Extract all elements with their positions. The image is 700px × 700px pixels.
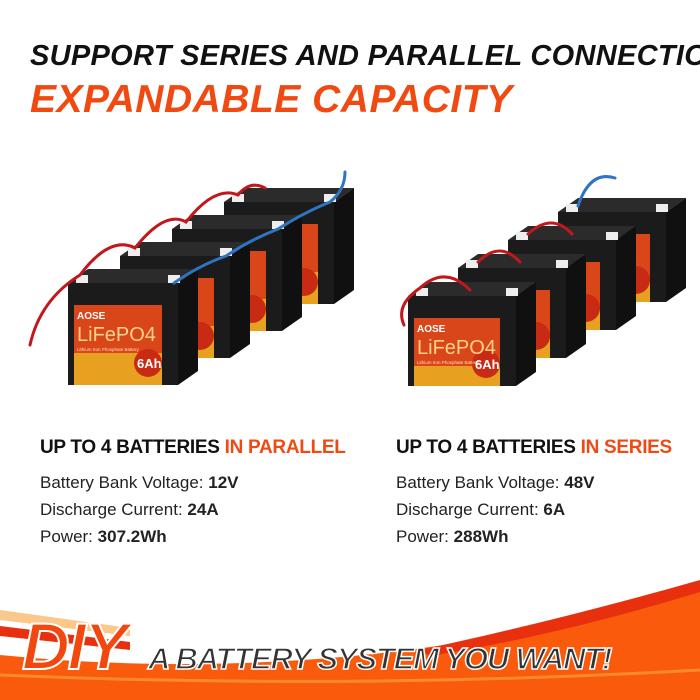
spec-line: Power: 307.2Wh <box>40 527 346 554</box>
spec-line: Power: 288Wh <box>396 527 672 554</box>
series-heading: UP TO 4 BATTERIES IN SERIES <box>396 437 672 459</box>
terminal <box>232 194 244 202</box>
series-section: UP TO 4 BATTERIES IN SERIES Battery Bank… <box>396 437 672 554</box>
brand-logo: AOSE <box>77 311 106 322</box>
battery-side <box>334 188 354 304</box>
terminal <box>168 275 180 283</box>
terminal <box>272 221 284 229</box>
capacity-badge <box>134 349 162 377</box>
heading-text: UP TO 4 BATTERIES <box>396 437 576 458</box>
heading-text: UP TO 4 BATTERIES <box>40 437 220 458</box>
description-label: Lithium Iron Phosphate Battery <box>417 360 480 365</box>
spec-label: Battery Bank Voltage: <box>40 473 204 492</box>
spec-label: Discharge Current: <box>40 500 183 519</box>
terminal <box>324 194 336 202</box>
parallel-section: UP TO 4 BATTERIES IN PARALLEL Battery Ba… <box>40 437 346 554</box>
chemistry-label: LiFePO4 <box>417 337 496 359</box>
subheadline: EXPANDABLE CAPACITY <box>30 78 513 121</box>
headline: SUPPORT SERIES AND PARALLEL CONNECTION <box>30 40 700 72</box>
spec-line: Battery Bank Voltage: 48V <box>396 473 672 500</box>
battery-top <box>224 188 354 202</box>
brand-logo: AOSE <box>417 324 446 335</box>
wire <box>576 175 617 208</box>
wire <box>28 191 240 347</box>
wire <box>236 183 267 197</box>
spec-value: 24A <box>187 500 219 519</box>
spec-line: Discharge Current: 24A <box>40 500 346 527</box>
heading-accent: IN SERIES <box>580 437 673 458</box>
capacity-label: 6Ah <box>137 356 162 371</box>
wires <box>28 170 617 347</box>
banner-swoosh <box>0 580 700 700</box>
wire <box>476 249 522 264</box>
spec-label: Power: <box>40 527 93 546</box>
spec-value: 12V <box>208 473 239 492</box>
battery-top <box>458 254 586 268</box>
battery-side <box>516 282 536 386</box>
wire <box>400 286 422 327</box>
terminal <box>466 260 478 268</box>
heading-accent: IN PARALLEL <box>224 437 346 458</box>
wire <box>526 221 574 236</box>
wire <box>418 275 472 292</box>
terminal <box>516 232 528 240</box>
spec-value: 6A <box>543 500 566 519</box>
terminal <box>506 288 518 296</box>
tagline: A BATTERY SYSTEM YOU WANT! <box>147 640 613 677</box>
terminal <box>606 232 618 240</box>
battery-side <box>230 242 250 358</box>
diy-text: DIY <box>21 608 129 684</box>
chemistry-label: LiFePO4 <box>77 324 156 346</box>
terminal <box>180 221 192 229</box>
spec-value: 48V <box>564 473 595 492</box>
spec-value: 288Wh <box>453 527 509 546</box>
battery-top <box>120 242 250 256</box>
terminal <box>128 248 140 256</box>
wire <box>172 170 347 285</box>
battery-side <box>566 254 586 358</box>
battery-side <box>282 215 302 331</box>
terminal <box>656 204 668 212</box>
battery-top <box>68 269 198 283</box>
battery-side <box>666 198 686 302</box>
terminal <box>416 288 428 296</box>
battery-top <box>558 198 686 212</box>
description-label: Lithium Iron Phosphate Battery <box>77 347 140 352</box>
terminal <box>566 204 578 212</box>
spec-value: 307.2Wh <box>97 527 167 546</box>
capacity-badge <box>472 350 500 378</box>
spec-label: Power: <box>396 527 449 546</box>
spec-line: Discharge Current: 6A <box>396 500 672 527</box>
spec-label: Discharge Current: <box>396 500 539 519</box>
terminal <box>220 248 232 256</box>
capacity-label: 6Ah <box>475 357 500 372</box>
terminal <box>76 275 88 283</box>
battery-top <box>408 282 536 296</box>
terminal <box>556 260 568 268</box>
battery-side <box>616 226 636 330</box>
parallel-heading: UP TO 4 BATTERIES IN PARALLEL <box>40 437 346 459</box>
battery-top <box>172 215 302 229</box>
spec-label: Battery Bank Voltage: <box>396 473 560 492</box>
spec-line: Battery Bank Voltage: 12V <box>40 473 346 500</box>
battery-side <box>178 269 198 385</box>
